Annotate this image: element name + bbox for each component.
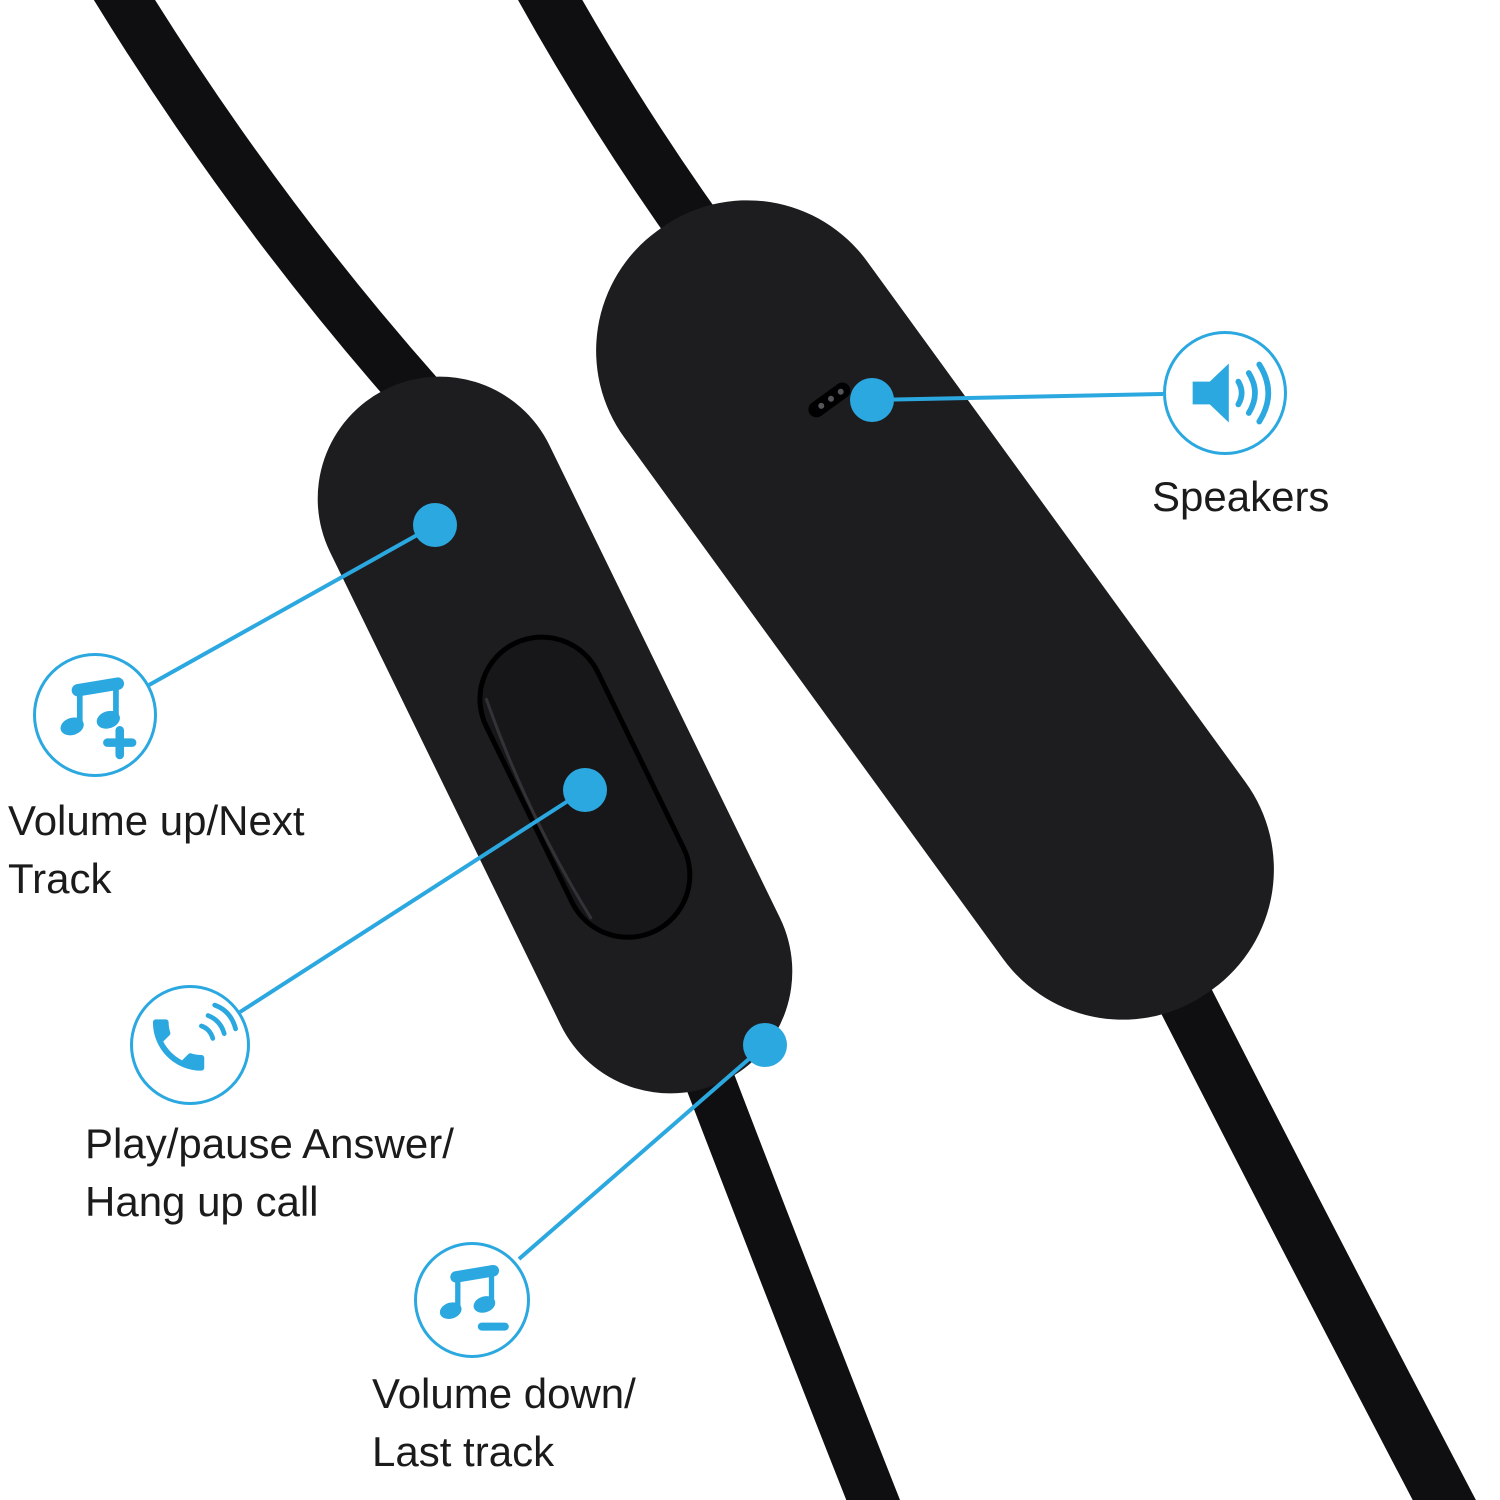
volume-up-label: Volume up/Next Track [8,792,305,908]
label-line: Last track [372,1428,555,1475]
speaker-icon [1192,361,1272,425]
callout-dot-volume-down [743,1023,787,1067]
music-notes-plus-icon [60,677,137,760]
mic-dot [818,402,825,409]
leader-line-volume-up [148,523,436,687]
left-cable-top [93,0,466,446]
phone-call-icon [152,1002,238,1071]
leader-line-volume-down [517,1043,767,1261]
play-pause-label: Play/pause Answer/ Hang up call [85,1115,454,1231]
label-line: Hang up call [85,1178,319,1225]
speakers-label: Speakers [1152,468,1329,526]
microphone-hole [808,382,851,418]
callout-dot-volume-up [413,503,457,547]
remote-back-body [596,200,1274,1020]
leader-line-play-pause [238,788,587,1014]
callout-circle-volume-down [414,1242,530,1358]
label-line: Track [8,855,112,902]
mic-dot [837,388,844,395]
label-line: Speakers [1152,473,1330,520]
mic-dot [827,395,834,402]
label-line: Volume up/Next [8,797,305,844]
remote-back-shell [596,200,1274,1020]
volume-down-label: Volume down/ Last track [372,1365,636,1481]
label-line: Volume down/ [372,1370,636,1417]
left-cable-bottom [675,1030,901,1500]
callout-dot-play-pause [563,768,607,812]
callout-dot-speakers [850,378,894,422]
callout-circle-volume-up [33,653,157,777]
label-line: Play/pause Answer/ [85,1120,454,1167]
music-notes-minus-icon [439,1264,509,1331]
button-highlight [484,697,593,920]
callout-circle-play-pause [130,985,250,1105]
callout-circle-speakers [1163,331,1287,455]
leader-line-speakers [871,392,1164,402]
right-cable-bottom [1122,902,1476,1500]
